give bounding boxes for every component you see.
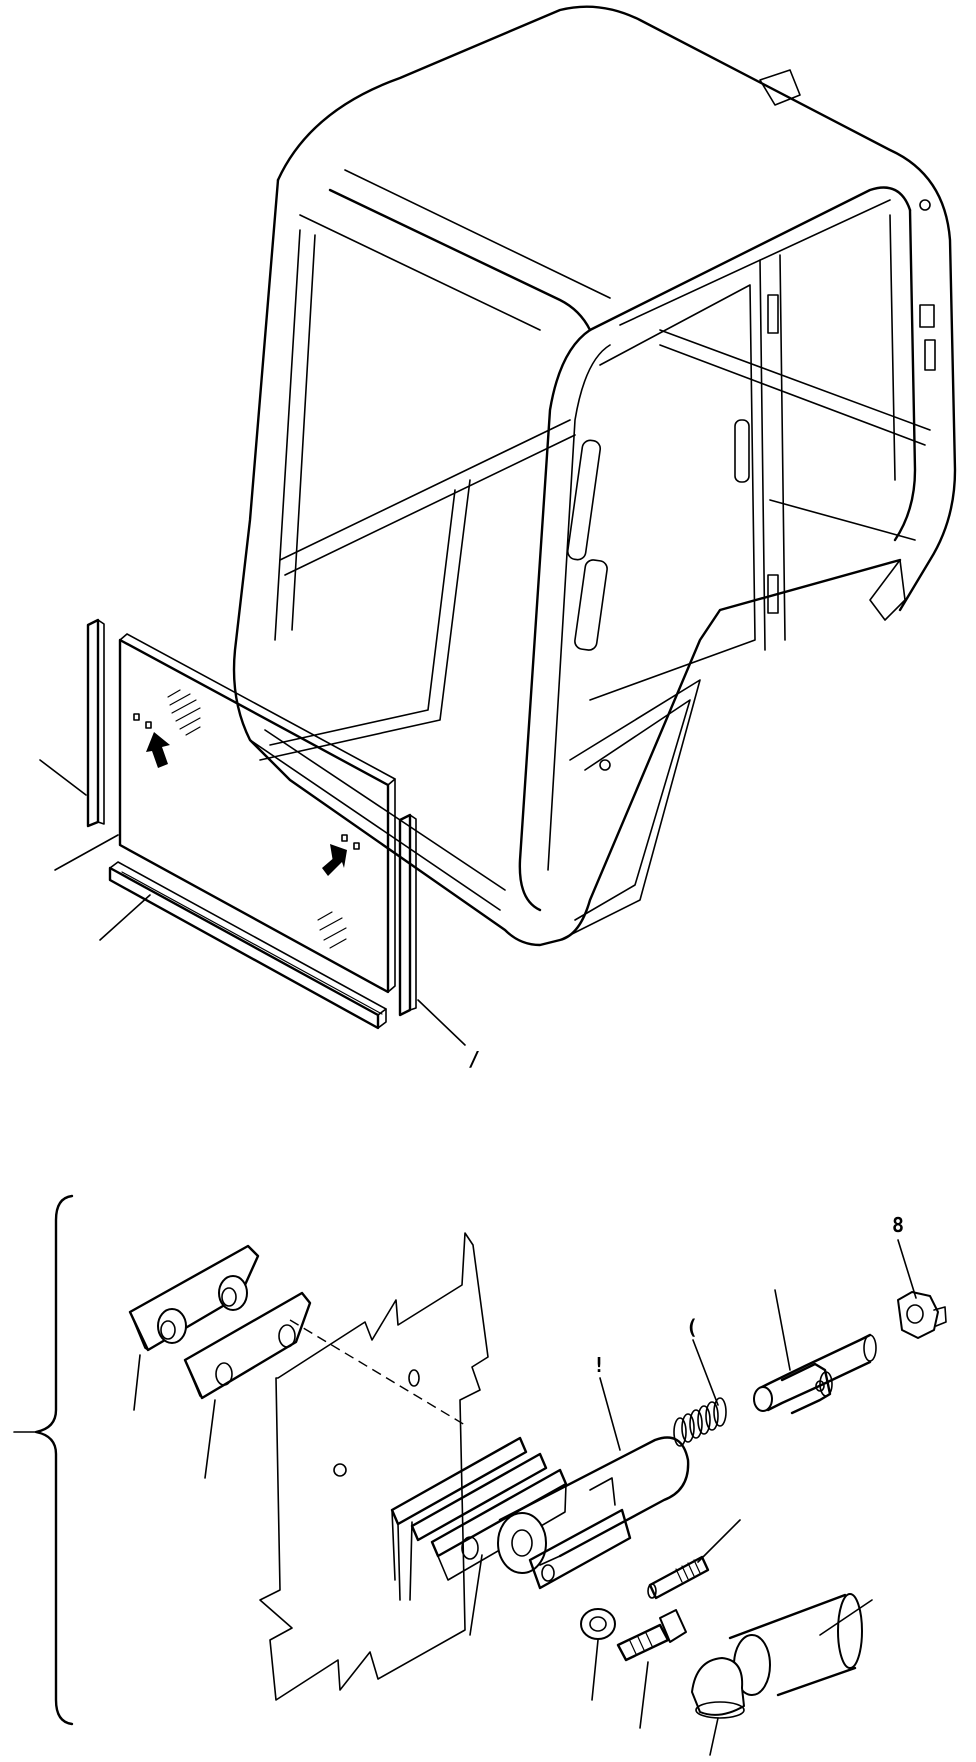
lower-callouts: 8 ( ! bbox=[593, 1213, 904, 1377]
window-glass-assembly bbox=[39, 618, 466, 1046]
upper-callouts: / bbox=[468, 1047, 480, 1071]
callout-housing: ! bbox=[593, 1353, 605, 1377]
cab-frame bbox=[232, 5, 957, 947]
spring bbox=[673, 1397, 727, 1447]
callout-spring: ( bbox=[686, 1315, 698, 1339]
callout-nut: 8 bbox=[892, 1213, 904, 1237]
assembly-brace bbox=[34, 1194, 74, 1726]
latch-exploded-view bbox=[128, 1232, 947, 1756]
arrow-up-icon-2 bbox=[322, 844, 347, 876]
callout-seal-right: / bbox=[468, 1047, 480, 1071]
arrow-up-icon bbox=[146, 732, 170, 768]
